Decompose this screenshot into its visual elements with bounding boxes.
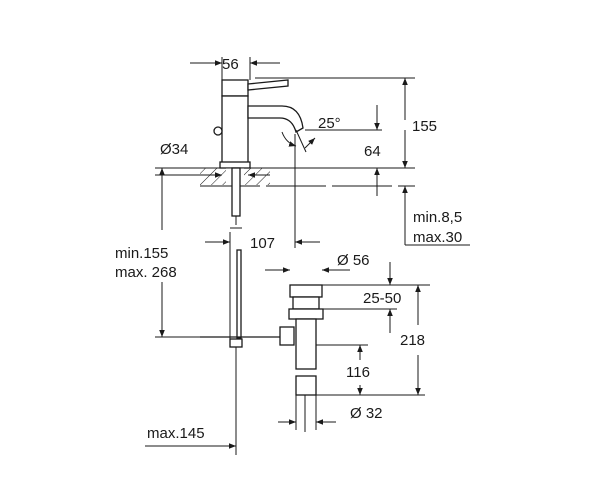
label-handle-width: 56 xyxy=(222,56,239,73)
label-waste-diameter: Ø 56 xyxy=(337,252,370,269)
label-rod-max: max. 268 xyxy=(115,264,177,281)
label-spout-reach: 107 xyxy=(250,235,275,252)
waste-assembly xyxy=(279,284,324,432)
label-spout-angle: 25° xyxy=(318,115,341,132)
dimension-lines xyxy=(145,57,470,455)
label-spout-height: 64 xyxy=(364,143,381,160)
label-tail-diameter: Ø 32 xyxy=(350,405,383,422)
label-tail-length: 116 xyxy=(346,364,370,381)
threaded-shank xyxy=(231,167,241,217)
spout xyxy=(247,105,304,133)
countertop xyxy=(155,167,415,187)
supply-and-rod xyxy=(200,167,285,348)
lever xyxy=(247,79,289,91)
label-deck-min: min.8,5 xyxy=(413,209,462,226)
label-waste-height: 218 xyxy=(400,332,425,349)
faucet xyxy=(213,79,304,169)
label-rod-min: min.155 xyxy=(115,245,168,262)
rod-clip xyxy=(229,338,243,348)
label-waste-range: 25-50 xyxy=(363,290,401,307)
label-hole-diameter: Ø34 xyxy=(160,141,188,158)
body xyxy=(221,95,249,167)
handle-cap xyxy=(221,79,249,97)
pop-up-rod xyxy=(236,249,242,339)
label-height-total: 155 xyxy=(412,118,437,135)
label-deck-max: max.30 xyxy=(413,229,462,246)
base xyxy=(219,161,251,169)
label-rod-reach-max: max.145 xyxy=(147,425,205,442)
pop-up-knob xyxy=(213,126,223,136)
